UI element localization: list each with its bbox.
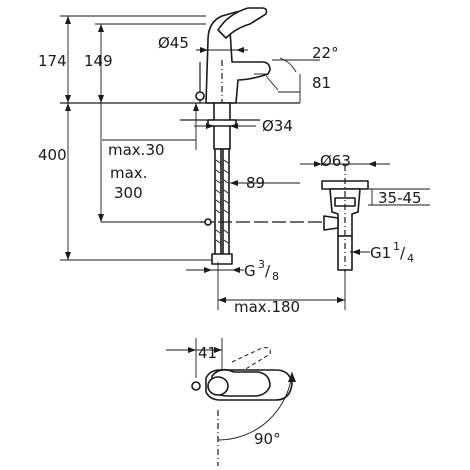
rod-clip: [204, 218, 212, 226]
spout-axis: [265, 75, 279, 91]
handle-plan-view: 41 90°: [166, 338, 296, 466]
label-174: 174: [38, 52, 67, 70]
popup-waste: [321, 165, 369, 272]
handle-cap: [207, 376, 229, 396]
label-diameter-34: Ø34: [262, 117, 293, 135]
label-max-180: max.180: [234, 298, 300, 316]
label-400: 400: [38, 146, 67, 164]
hose-braiding: [215, 159, 229, 244]
label-90deg: 90°: [254, 430, 281, 448]
handle-rotated-ghost: [231, 347, 271, 371]
svg-text:/: /: [400, 244, 406, 262]
hose-connectors: [211, 253, 233, 265]
label-g1-denominator: 4: [407, 252, 414, 265]
label-81: 81: [312, 74, 331, 92]
label-89: 89: [246, 174, 265, 192]
mounting-nut: [207, 119, 237, 127]
lift-rod-plan: [191, 381, 201, 391]
label-max-30: max.30: [108, 141, 165, 159]
pull-rod-linkage: [200, 218, 324, 226]
label-35-45: 35-45: [378, 189, 422, 207]
faucet-handle: [217, 7, 268, 39]
dimension-labels: 174 149 Ø45 22° 81 Ø34 max.30 400 max. 3…: [38, 34, 422, 316]
label-41: 41: [198, 344, 217, 362]
label-300: 300: [114, 184, 143, 202]
label-g1-numerator: 1: [393, 240, 400, 253]
label-diameter-63: Ø63: [320, 152, 351, 170]
waste-lever: [323, 215, 339, 231]
supply-hoses: [211, 148, 233, 265]
rotation-arc: [217, 371, 293, 441]
dimension-lines: [60, 15, 430, 310]
label-149: 149: [84, 52, 113, 70]
label-max: max.: [110, 164, 147, 182]
label-g1: G1: [370, 244, 391, 262]
svg-text:/: /: [265, 262, 271, 280]
label-diameter-45: Ø45: [158, 34, 189, 52]
label-angle-22: 22°: [312, 44, 339, 62]
label-g-numerator: 3: [258, 258, 265, 271]
lift-rod-knob: [195, 91, 205, 101]
label-g: G: [244, 262, 256, 280]
label-g-denominator: 8: [272, 270, 279, 283]
